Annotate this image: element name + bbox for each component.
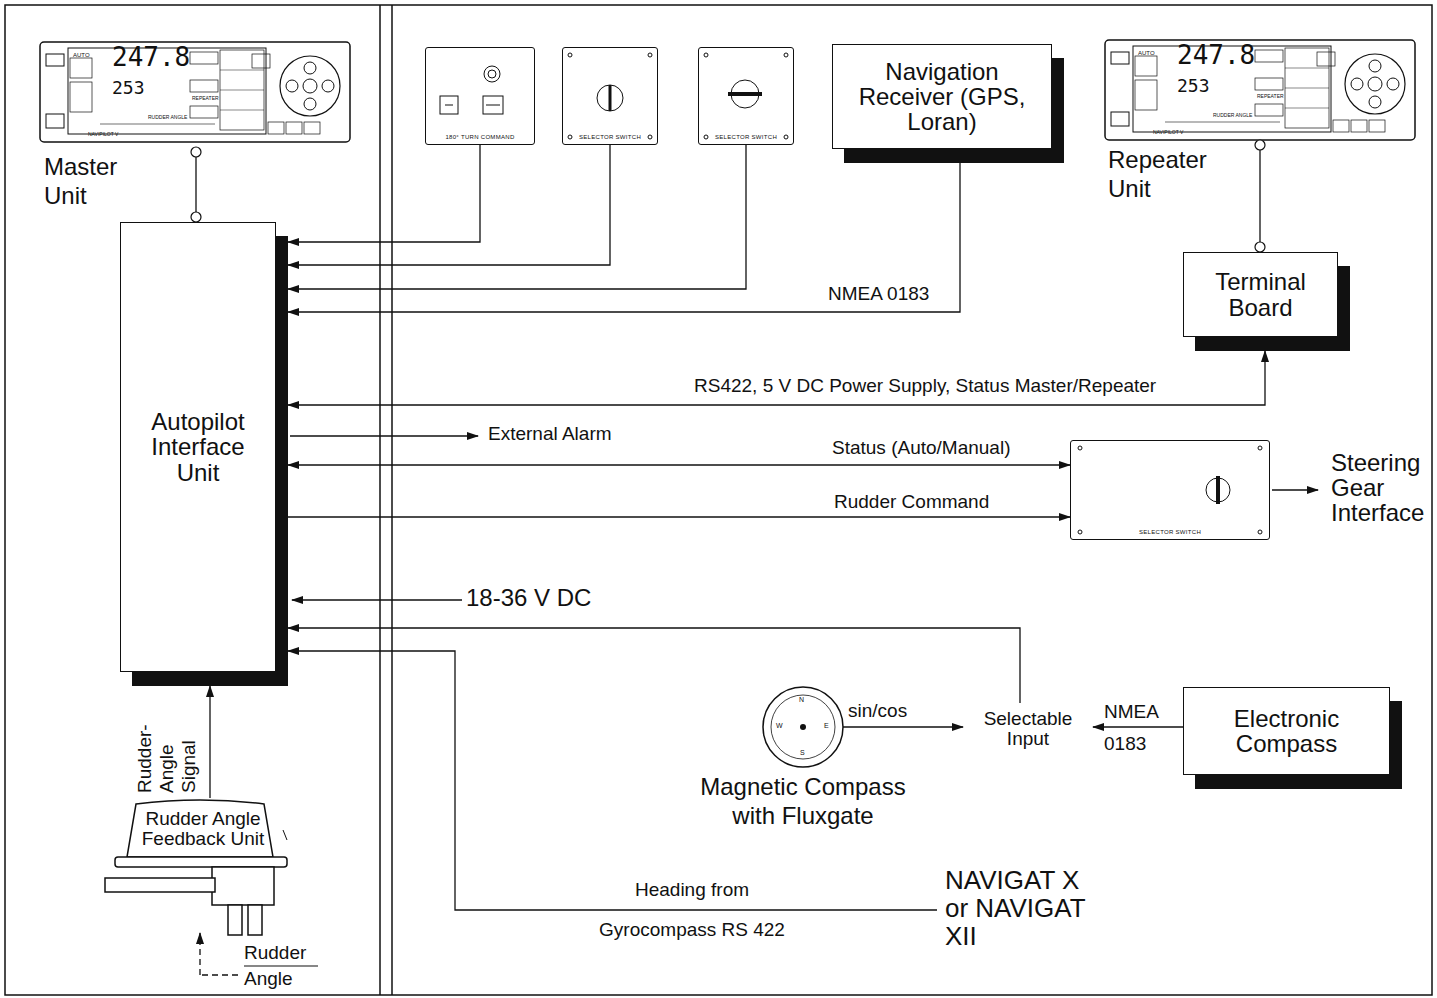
supply-label: 18-36 V DC: [466, 584, 591, 612]
connector: [288, 651, 937, 910]
turn-command-panel: 180° TURN COMMAND: [425, 47, 535, 145]
display-text: REPEATER: [192, 96, 219, 102]
node-text: Electronic Compass: [1217, 706, 1357, 756]
connector-terminal: [1255, 242, 1265, 252]
node-text: Magnetic Compass with Fluxgate: [683, 773, 923, 831]
edge-label: Rudder Command: [834, 491, 989, 513]
display-readout: 253: [112, 79, 145, 97]
node-text: NAVIGAT X or NAVIGAT XII: [945, 866, 1095, 950]
selector-switch-panel: SELECTOR SWITCH: [1070, 440, 1270, 540]
node-text: SELECTOR SWITCH: [1071, 529, 1269, 535]
display-text: NAVIPILOT V: [88, 132, 118, 138]
display-readout: 247.8: [112, 44, 190, 70]
connector: [1259, 140, 1260, 252]
feedback-unit: Rudder Angle Feedback Unit: [120, 800, 286, 857]
selectable-input: Selectable Input: [965, 703, 1091, 755]
edge-label: Rudder-Angle Signal: [134, 693, 200, 793]
gyrocompass-label: NAVIGAT X or NAVIGAT XII: [945, 866, 1125, 956]
node-text: Navigation Receiver (GPS, Loran): [857, 59, 1027, 135]
display-text: AUTO: [73, 52, 90, 59]
edge-label: RS422, 5 V DC Power Supply, Status Maste…: [694, 375, 1156, 397]
node-text: Rudder Angle Feedback Unit: [128, 809, 278, 849]
edge-label: NMEA 0183: [828, 283, 929, 305]
display-readout: 247.8: [1177, 42, 1255, 68]
node-text: Autopilot Interface Unit: [138, 409, 258, 485]
connector: [288, 516, 1070, 517]
display-text: AUTO: [1138, 50, 1155, 57]
connector-terminal: [191, 147, 201, 157]
selector-switch-panel: SELECTOR SWITCH: [562, 47, 658, 145]
terminal-board: Terminal Board: [1183, 252, 1338, 337]
display-text: NAVIPILOT V: [1153, 130, 1183, 136]
edge-label: sin/cos: [848, 700, 907, 722]
edge-label: Heading from Gyrocompass RS 422: [592, 870, 792, 950]
compass-letter: N: [799, 696, 804, 704]
connector: [1093, 726, 1183, 727]
node-text: Master Unit: [44, 153, 144, 211]
display-text: REPEATER: [1257, 94, 1284, 100]
node-text: Selectable Input: [973, 709, 1083, 749]
edge-label: NMEA 0183: [1104, 696, 1174, 760]
connector: [288, 145, 610, 265]
node-text: Repeater Unit: [1108, 146, 1238, 204]
signal-label: External Alarm: [488, 423, 612, 445]
connector: [288, 628, 1020, 703]
compass-letter: W: [776, 722, 783, 730]
connector: [288, 145, 480, 242]
connector: [288, 145, 746, 289]
display-text: RUDDER ANGLE: [1213, 113, 1252, 119]
selector-switch-panel: SELECTOR SWITCH: [698, 47, 794, 145]
connector: [288, 464, 1070, 465]
node-text: 180° TURN COMMAND: [426, 134, 534, 140]
electronic-compass: Electronic Compass: [1183, 687, 1390, 775]
connector: [843, 726, 963, 727]
compass-letter: E: [824, 722, 829, 730]
connector: [195, 147, 196, 222]
node-text: SELECTOR SWITCH: [699, 134, 793, 140]
display-text: RUDDER ANGLE: [148, 115, 187, 121]
node-text: Terminal Board: [1206, 269, 1316, 319]
edge-label: Status (Auto/Manual): [832, 437, 1010, 459]
connector-terminal: [191, 212, 201, 222]
connector-terminal: [1255, 140, 1265, 150]
interface-unit: Autopilot Interface Unit: [120, 222, 276, 672]
connector: [288, 351, 1265, 405]
target-label: Steering Gear Interface: [1331, 450, 1437, 526]
connector: [288, 163, 960, 312]
node-text: SELECTOR SWITCH: [563, 134, 657, 140]
input-label: Rudder Angle: [244, 940, 324, 991]
display-readout: 253: [1177, 77, 1210, 95]
connector: [209, 686, 210, 798]
navigation-receiver: Navigation Receiver (GPS, Loran): [832, 44, 1052, 149]
compass-letter: S: [800, 749, 805, 757]
